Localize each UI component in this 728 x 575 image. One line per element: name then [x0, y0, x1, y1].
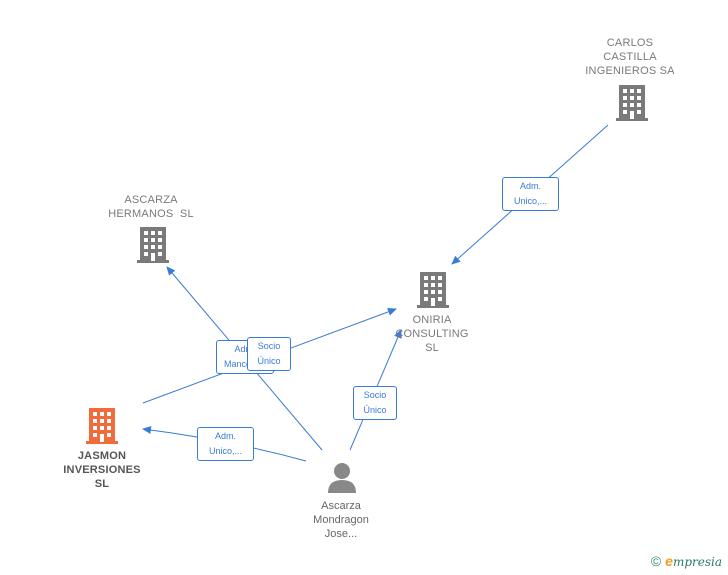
node-label-jasmon-inversiones[interactable]: JASMON INVERSIONES SL — [42, 449, 162, 491]
brand-logo: empresia — [665, 553, 722, 569]
building-icon[interactable] — [417, 272, 449, 313]
edge-label-line: Socio — [363, 390, 387, 400]
edge-label-line: Único — [257, 356, 281, 366]
edge-label-carlos-oniria[interactable]: Adm. Unico,... — [502, 177, 559, 211]
label-line: HERMANOS SL — [108, 208, 194, 220]
copyright-icon: © — [650, 553, 662, 569]
edge-label-person-jasmon[interactable]: Adm. Unico,... — [197, 427, 254, 461]
edge-label-line: Mancom... — [223, 359, 266, 369]
brand-footer[interactable]: © empresia — [651, 553, 722, 569]
node-label-carlos-castilla[interactable]: CARLOS CASTILLA INGENIEROS SA — [570, 36, 690, 78]
label-line: ONIRIA — [412, 314, 452, 326]
label-line: CASTILLA — [603, 51, 657, 63]
edge-label-jasmon-oniria[interactable]: Socio Único — [247, 337, 291, 371]
label-line: INVERSIONES — [63, 464, 141, 476]
edge-label-line: Adm. — [234, 344, 256, 354]
label-line: Ascarza — [321, 500, 361, 512]
building-icon[interactable] — [137, 227, 169, 268]
label-line: JASMON — [77, 450, 127, 462]
edge-label-person-oniria[interactable]: Socio Único — [353, 386, 397, 420]
person-icon[interactable] — [327, 462, 357, 499]
node-label-oniria-consulting[interactable]: ONIRIA CONSULTING SL — [372, 313, 492, 355]
label-line: Jose... — [324, 528, 358, 540]
label-line: Mondragon — [313, 514, 369, 526]
main-building-icon[interactable] — [86, 408, 118, 449]
node-label-ascarza-hermanos[interactable]: ASCARZA HERMANOS SL — [91, 193, 211, 221]
label-line: CARLOS — [606, 37, 654, 49]
node-label-person[interactable]: Ascarza Mondragon Jose... — [281, 499, 401, 541]
label-line: CONSULTING — [395, 328, 469, 340]
edge-label-line: Unico,... — [513, 196, 547, 206]
brand-initial: e — [665, 553, 673, 569]
label-line: SL — [425, 342, 439, 354]
building-icon[interactable] — [616, 85, 648, 126]
brand-name: mpresia — [672, 555, 722, 569]
edge-label-line: Socio — [257, 341, 281, 351]
edge-label-line: Unico,... — [208, 446, 242, 456]
edge-label-line: Único — [363, 405, 387, 415]
label-line: SL — [94, 478, 110, 490]
label-line: INGENIEROS SA — [585, 65, 675, 77]
edge-label-line: Adm. — [519, 181, 541, 191]
label-line: ASCARZA — [124, 194, 178, 206]
edge-label-line: Adm. — [214, 431, 236, 441]
